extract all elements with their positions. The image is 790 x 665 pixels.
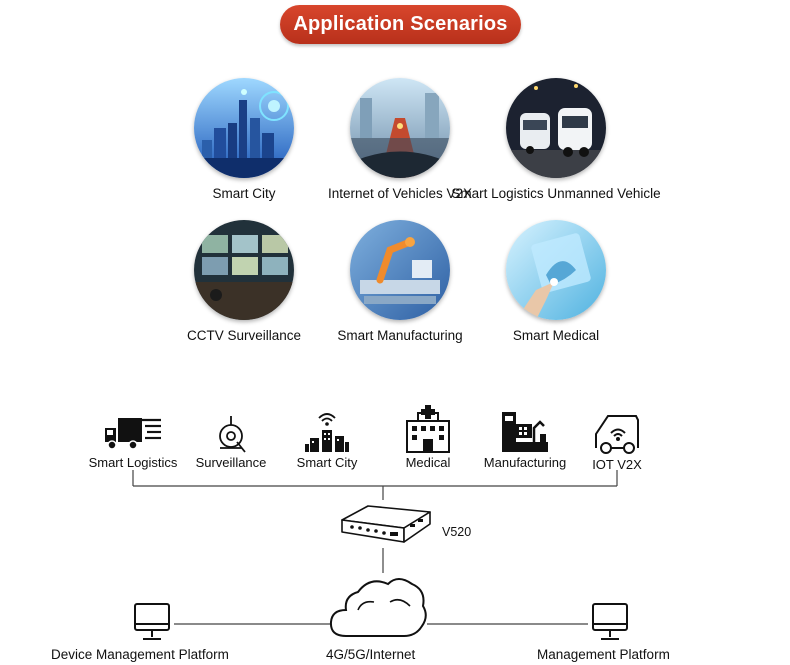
scenario-smart-city: Smart City bbox=[124, 78, 364, 201]
category-surveillance: Surveillance bbox=[176, 414, 286, 470]
category-manufacturing: Manufacturing bbox=[470, 410, 580, 470]
category-label: Manufacturing bbox=[483, 455, 567, 470]
manufacturing-image bbox=[350, 220, 450, 320]
scenario-label: Smart Logistics Unmanned Vehicle bbox=[451, 186, 661, 201]
scenario-cctv: CCTV Surveillance bbox=[124, 220, 364, 343]
category-label: Smart City bbox=[296, 455, 358, 470]
medical-image bbox=[506, 220, 606, 320]
scenario-label: Smart Medical bbox=[512, 328, 600, 343]
hospital-icon bbox=[406, 405, 450, 453]
category-iot-v2x: IOT V2X bbox=[562, 412, 672, 472]
monitor-icon bbox=[134, 603, 170, 640]
scenario-label: CCTV Surveillance bbox=[186, 328, 302, 343]
category-label: Medical bbox=[405, 455, 451, 470]
logistics-vehicle-image bbox=[506, 78, 606, 178]
scenario-v2x: Internet of Vehicles V2X bbox=[280, 78, 520, 201]
city-icon bbox=[305, 413, 349, 452]
truck-icon bbox=[105, 418, 161, 450]
scenario-label: Smart Manufacturing bbox=[337, 328, 463, 343]
scenario-label: Internet of Vehicles V2X bbox=[327, 186, 473, 201]
scenario-logistics: Smart Logistics Unmanned Vehicle bbox=[436, 78, 676, 201]
device-label: V520 bbox=[442, 525, 472, 539]
connected-car-icon bbox=[595, 415, 639, 454]
category-smart-logistics: Smart Logistics bbox=[78, 414, 188, 470]
category-smart-city: Smart City bbox=[272, 410, 382, 470]
category-label: Smart Logistics bbox=[88, 455, 178, 470]
section-title: Application Scenarios bbox=[280, 5, 521, 44]
device-management-platform-label: Device Management Platform bbox=[51, 647, 229, 662]
cctv-image bbox=[194, 220, 294, 320]
camera-icon bbox=[219, 416, 246, 453]
v2x-image bbox=[350, 78, 450, 178]
category-label: IOT V2X bbox=[592, 457, 642, 472]
network-label: 4G/5G/Internet bbox=[326, 647, 416, 662]
cloud-icon bbox=[329, 578, 427, 637]
scenario-manufacturing: Smart Manufacturing bbox=[280, 220, 520, 343]
scenario-medical: Smart Medical bbox=[436, 220, 676, 343]
v520-device-icon bbox=[341, 505, 431, 543]
category-medical: Medical bbox=[373, 405, 483, 470]
monitor-icon bbox=[592, 603, 628, 640]
management-platform-label: Management Platform bbox=[537, 647, 670, 662]
scenario-label: Smart City bbox=[212, 186, 276, 201]
factory-icon bbox=[502, 412, 548, 452]
category-label: Surveillance bbox=[195, 455, 267, 470]
